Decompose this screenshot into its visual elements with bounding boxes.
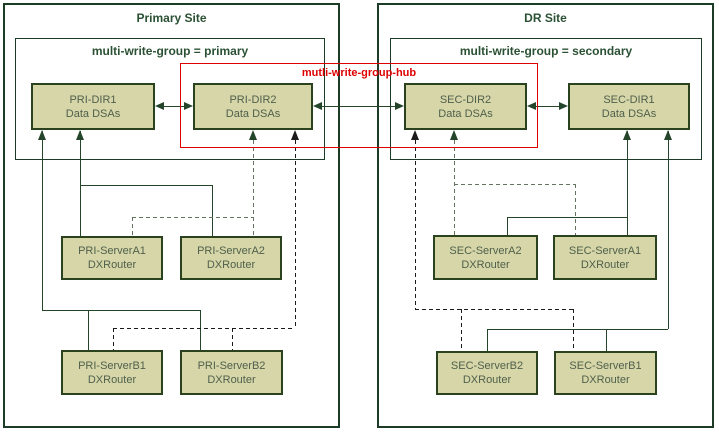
connector-sec-a-dashed-horizontal: [454, 184, 575, 185]
node-sec-server-b1-name: SEC-ServerB1: [569, 360, 642, 372]
connector-sec-b1-solid-stub: [606, 329, 607, 351]
node-sec-dir1-role: Data DSAs: [601, 107, 657, 120]
connector-sec-a1-solid-vertical: [627, 131, 628, 235]
connector-sec-a-solid-horizontal: [507, 217, 627, 218]
dr-site-title: DR Site: [524, 11, 567, 25]
arrowhead-right-pri-dir2-icon: [184, 102, 193, 110]
connector-sec-b-solid-vertical: [668, 131, 669, 329]
node-sec-server-a2: SEC-ServerA2 DXRouter: [433, 235, 538, 280]
arrowhead-up-sec-dir1-right-icon: [664, 130, 672, 140]
multi-write-group-hub-box: mutli-write-group-hub: [180, 63, 538, 148]
arrowhead-left-pri-dir1-icon: [155, 102, 164, 110]
node-pri-server-a1-role: DXRouter: [87, 259, 137, 271]
dr-site-box: DR Site: [377, 3, 714, 428]
node-pri-server-a1: PRI-ServerA1 DXRouter: [61, 236, 163, 280]
connector-pri-a2-dashed-vertical: [253, 140, 254, 236]
node-pri-dir1-role: Data DSAs: [65, 107, 121, 120]
multi-write-group-secondary-box: multi-write-group = secondary: [390, 38, 702, 160]
connector-sec-b1-dashed-stub: [573, 309, 574, 351]
arrowhead-right-sec-dir2-icon: [395, 102, 404, 110]
primary-site-box: Primary Site: [3, 3, 340, 428]
node-pri-dir2-name: PRI-DIR2: [229, 93, 277, 106]
node-sec-server-b2-name: SEC-ServerB2: [450, 360, 524, 372]
replication-arrow-sec-dir2-dir1-line: [532, 106, 563, 107]
node-sec-dir2: SEC-DIR2 Data DSAs: [404, 83, 527, 130]
node-sec-server-a2-name: SEC-ServerA2: [449, 244, 522, 257]
node-pri-server-b1-name: PRI-ServerB1: [78, 359, 146, 372]
connector-pri-a-solid-horizontal: [80, 185, 212, 186]
node-pri-server-a1-name: PRI-ServerA1: [78, 245, 146, 257]
arrowhead-up-sec-dir2-right-icon: [450, 130, 458, 140]
node-sec-server-b1-role: DXRouter: [581, 374, 630, 386]
node-pri-dir1-name: PRI-DIR1: [69, 93, 117, 106]
node-sec-dir2-role: Data DSAs: [438, 107, 493, 120]
node-sec-server-a1-name: SEC-ServerA1: [568, 244, 642, 257]
connector-pri-b2-dashed-stub: [232, 328, 233, 350]
connector-pri-b-dashed-horizontal: [113, 328, 295, 329]
connector-sec-b-dashed-vertical: [415, 140, 416, 309]
arrowhead-up-pri-dir2-right-icon: [291, 130, 299, 140]
connector-pri-b-solid-horizontal: [42, 310, 200, 311]
connector-sec-b2-dashed-stub: [461, 309, 462, 351]
multi-write-group-secondary-label: multi-write-group = secondary: [459, 44, 633, 58]
arrowhead-up-sec-dir2-left-icon: [411, 130, 419, 140]
connector-pri-a-dashed-horizontal: [132, 217, 253, 218]
replication-arrow-pri-dir1-dir2-line: [160, 106, 188, 107]
arrowhead-up-pri-dir1-left-icon: [38, 130, 46, 140]
node-pri-server-b1-role: DXRouter: [87, 373, 137, 386]
connector-pri-a1-dashed-stub: [132, 217, 133, 236]
arrowhead-left-pri-dir2-icon: [313, 102, 322, 110]
node-sec-server-a1-role: DXRouter: [580, 258, 630, 271]
connector-pri-a2-solid-stub: [212, 185, 213, 236]
node-sec-server-b1: SEC-ServerB1 DXRouter: [554, 351, 657, 395]
connector-sec-b-solid-horizontal: [487, 329, 668, 330]
node-sec-dir1-name: SEC-DIR1: [603, 93, 655, 106]
node-pri-server-b2-name: PRI-ServerB2: [197, 359, 266, 372]
replication-arrow-hub-line: [318, 106, 399, 107]
connector-pri-b2-solid-stub: [200, 310, 201, 350]
connector-sec-a1-dashed-stub: [575, 184, 576, 235]
multi-write-group-primary-box: multi-write-group = primary: [15, 38, 325, 160]
connector-sec-b2-solid-stub: [487, 329, 488, 351]
connector-sec-a2-solid-stub: [507, 217, 508, 235]
arrowhead-right-sec-dir1-icon: [559, 102, 568, 110]
node-sec-server-b2: SEC-ServerB2 DXRouter: [436, 351, 538, 395]
primary-site-title: Primary Site: [136, 11, 207, 25]
node-pri-server-b2: PRI-ServerB2 DXRouter: [180, 350, 283, 395]
node-pri-dir2: PRI-DIR2 Data DSAs: [193, 83, 313, 130]
node-pri-server-a2-role: DXRouter: [206, 259, 256, 271]
connector-pri-b-dashed-vertical: [295, 140, 296, 328]
node-pri-server-b1: PRI-ServerB1 DXRouter: [61, 350, 163, 395]
node-sec-dir1: SEC-DIR1 Data DSAs: [568, 83, 690, 130]
connector-pri-b1-dashed-stub: [113, 328, 114, 350]
arrowhead-left-sec-dir2-icon: [527, 102, 536, 110]
connector-sec-b-dashed-horizontal: [415, 309, 573, 310]
node-pri-dir2-role: Data DSAs: [225, 107, 281, 120]
node-pri-server-b2-role: DXRouter: [207, 373, 256, 386]
multi-write-group-primary-label: multi-write-group = primary: [91, 44, 249, 58]
arrowhead-up-pri-dir2-left-icon: [249, 130, 257, 140]
connector-sec-a2-dashed-vertical: [454, 140, 455, 235]
arrowhead-up-pri-dir1-right-icon: [76, 130, 84, 140]
multi-write-group-hub-label: mutli-write-group-hub: [301, 67, 417, 79]
node-pri-server-a2: PRI-ServerA2 DXRouter: [180, 236, 282, 280]
node-sec-server-a1: SEC-ServerA1 DXRouter: [553, 235, 657, 280]
arrowhead-up-sec-dir1-left-icon: [623, 130, 631, 140]
node-sec-server-a2-role: DXRouter: [461, 258, 510, 271]
connector-pri-a1-solid-vertical: [80, 131, 81, 236]
connector-pri-b1-solid-stub: [88, 310, 89, 350]
node-sec-server-b2-role: DXRouter: [462, 374, 512, 386]
node-pri-dir1: PRI-DIR1 Data DSAs: [31, 83, 155, 130]
node-sec-dir2-name: SEC-DIR2: [439, 93, 492, 106]
node-pri-server-a2-name: PRI-ServerA2: [197, 245, 265, 257]
connector-pri-b-solid-vertical: [42, 131, 43, 310]
